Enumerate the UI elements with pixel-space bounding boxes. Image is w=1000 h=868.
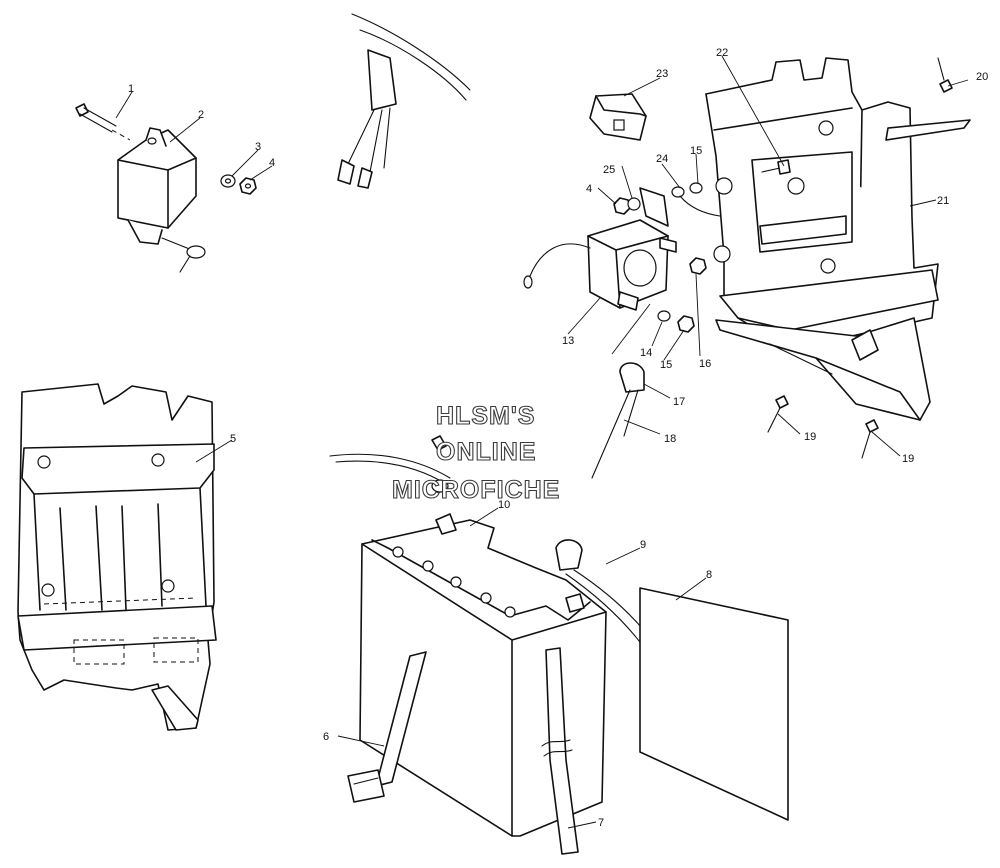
- part-6-strap: [347, 651, 427, 803]
- callout-25: 25: [603, 164, 615, 176]
- part-16-washer: [689, 257, 707, 275]
- callout-15-lower: 15: [660, 359, 672, 371]
- watermark-line-3: MICROFICHE: [392, 476, 560, 504]
- callout-8: 8: [706, 569, 712, 581]
- part-19-rivet-right: [861, 419, 879, 459]
- part-25-washer: [627, 197, 641, 211]
- part-15-washer-top: [689, 182, 703, 194]
- battery-cable-top: [329, 435, 451, 493]
- callout-2: 2: [198, 109, 204, 121]
- part-15-nut: [677, 315, 695, 333]
- callout-19-left: 19: [804, 431, 816, 443]
- part-22-screw: [761, 159, 791, 175]
- part-20-rivet: [937, 57, 953, 93]
- part-14-washer: [657, 310, 671, 322]
- part-8-pad: [639, 587, 789, 821]
- callout-19-right: 19: [902, 453, 914, 465]
- callout-21: 21: [937, 195, 949, 207]
- callout-20: 20: [976, 71, 988, 83]
- callout-labels: 1 2 3 4 5 6 7 8 9 10 13 14 15 15 16 17 1…: [128, 47, 988, 829]
- callout-10: 10: [498, 499, 510, 511]
- callout-9: 9: [640, 539, 646, 551]
- part-21-battery-mount-bracket: [705, 57, 971, 421]
- part-23-connector-cover: [589, 93, 647, 141]
- watermark: HLSM'S ONLINE MICROFICHE: [391, 401, 560, 504]
- strap-line: [769, 343, 833, 375]
- callout-7: 7: [598, 817, 604, 829]
- part-18-cable: [591, 389, 639, 479]
- callout-5: 5: [230, 433, 236, 445]
- callout-23: 23: [656, 68, 668, 80]
- part-17-terminal-boot: [619, 362, 645, 393]
- watermark-line-1: HLSM'S: [436, 402, 535, 430]
- callout-13: 13: [562, 335, 574, 347]
- callout-18: 18: [664, 433, 676, 445]
- callout-6: 6: [323, 731, 329, 743]
- callout-24: 24: [656, 153, 668, 165]
- part-4-nut: [239, 177, 257, 195]
- wire-harness-top: [337, 13, 471, 189]
- callout-4: 4: [269, 157, 275, 169]
- callout-4-solenoid: 4: [586, 183, 592, 195]
- callout-16: 16: [699, 358, 711, 370]
- callout-15-upper: 15: [690, 145, 702, 157]
- part-19-rivet-left: [767, 395, 789, 433]
- callout-17: 17: [673, 396, 685, 408]
- part-5-battery-box: [17, 383, 217, 731]
- leader-lines: [115, 55, 969, 829]
- watermark-line-2: ONLINE: [436, 438, 536, 466]
- callout-14: 14: [640, 347, 652, 359]
- callout-1: 1: [128, 83, 134, 95]
- part-13-solenoid: [523, 187, 677, 311]
- callout-3: 3: [255, 141, 261, 153]
- part-1-bolt: [75, 103, 131, 141]
- part-4-nut-solenoid: [613, 197, 631, 215]
- part-2-regulator-module: [117, 127, 206, 273]
- part-7-vent-tube: [541, 647, 579, 855]
- part-10-battery: [359, 513, 607, 837]
- callout-22: 22: [716, 47, 728, 59]
- part-3-washer: [220, 174, 236, 188]
